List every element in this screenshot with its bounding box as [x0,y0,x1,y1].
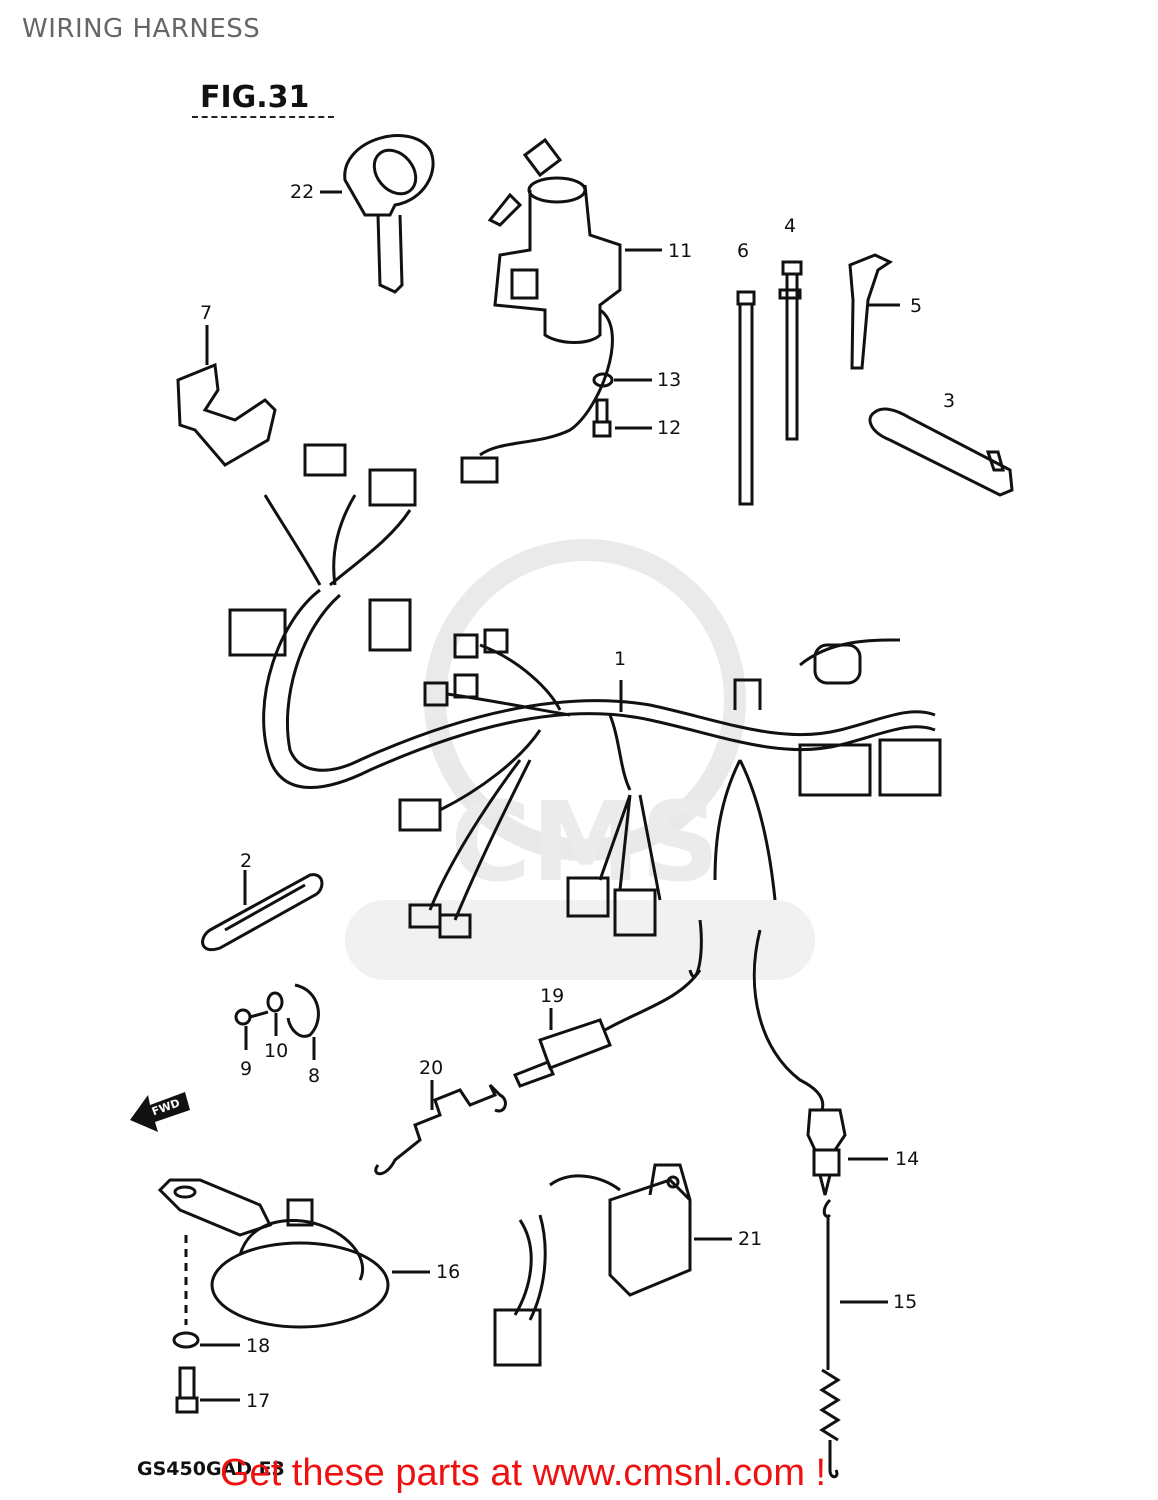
bolt-part-12 [592,398,652,438]
clamp-part-5 [848,253,900,370]
spring-part-20 [374,1080,507,1176]
callout-18: 18 [246,1335,271,1357]
washer-part-18 [172,1235,240,1349]
bolt-part-17 [175,1366,240,1414]
relay-part-21 [493,1163,732,1367]
bracket-part-3 [868,407,1014,497]
ignition-switch-part-11 [460,137,662,484]
callout-2: 2 [240,850,253,872]
callout-17: 17 [246,1390,271,1412]
key-part-22 [320,134,435,294]
switch-part-19 [512,969,702,1088]
callout-7: 7 [200,302,213,324]
bracket-part-7 [176,325,277,467]
callout-8: 8 [308,1065,321,1087]
washer-part-13 [592,372,652,388]
callout-9: 9 [240,1058,253,1080]
washer-part-10 [266,991,284,1036]
wiring-harness-part-1 [228,443,942,1111]
callout-22: 22 [290,181,315,203]
page-title: WIRING HARNESS [22,14,261,44]
sensor-part-14 [806,1108,888,1196]
promo-link[interactable]: Get these parts at www.cmsnl.com ! [220,1452,827,1494]
callout-10: 10 [264,1040,289,1062]
watermark-logo: CMS [345,539,815,980]
callout-21: 21 [738,1228,763,1250]
clip-part-8 [286,983,320,1060]
model-code: GS450GAD E3 [137,1458,285,1480]
callout-14: 14 [895,1148,920,1170]
callout-16: 16 [436,1261,461,1283]
callout-15: 15 [893,1291,918,1313]
horn-part-16 [157,1178,430,1329]
forward-arrow-icon: FWD [130,1092,190,1132]
rod-part-15 [819,1198,888,1479]
callout-3: 3 [943,390,956,412]
strap-part-2 [201,870,324,952]
callout-19: 19 [540,985,565,1007]
svg-text:CMS: CMS [450,778,719,906]
callout-20: 20 [419,1057,444,1079]
callout-4: 4 [784,215,797,237]
callout-5: 5 [910,295,923,317]
figure-label: FIG.31 [200,80,310,115]
cable-tie-part-6 [736,290,756,506]
callout-13: 13 [657,369,682,391]
cable-tie-part-4 [778,260,803,441]
callout-12: 12 [657,417,682,439]
callout-1: 1 [614,648,627,670]
callout-11: 11 [668,240,693,262]
callout-6: 6 [737,240,750,262]
screw-part-9 [234,1008,269,1050]
figure-underline [192,116,334,118]
